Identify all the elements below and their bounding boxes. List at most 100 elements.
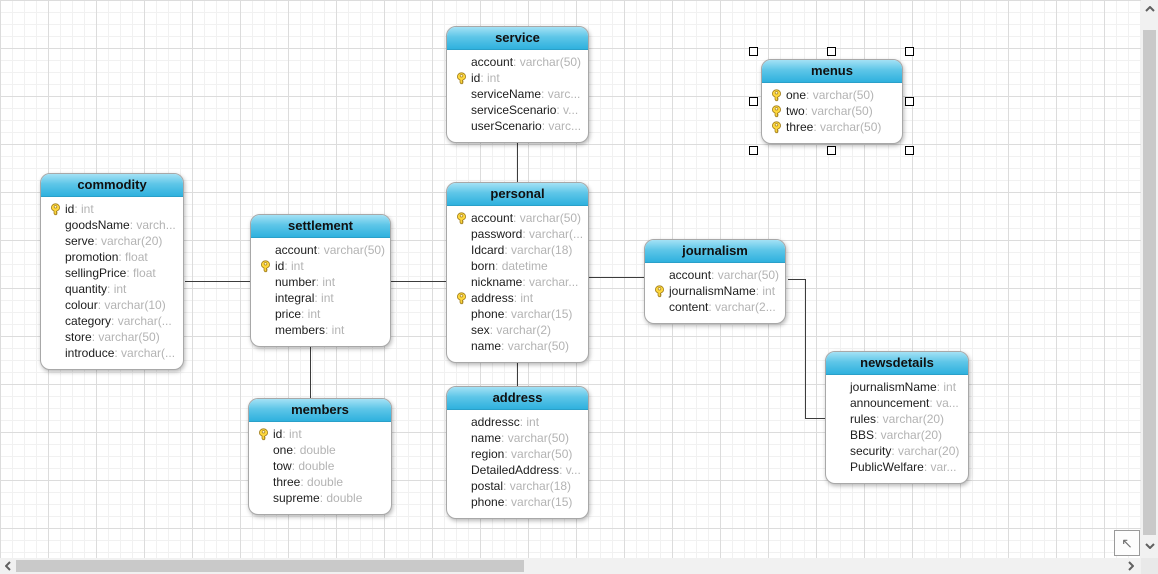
entity-settlement[interactable]: settlement account: varchar(50)id: intnu… <box>250 214 391 347</box>
field-row-address-addressc[interactable]: addressc: int <box>451 414 584 430</box>
field-row-newsdetails-journalismName[interactable]: journalismName: int <box>830 379 964 395</box>
field-row-address-name[interactable]: name: varchar(50) <box>451 430 584 446</box>
selection-handle-ne[interactable] <box>905 47 914 56</box>
field-row-newsdetails-BBS[interactable]: BBS: varchar(20) <box>830 427 964 443</box>
field-row-personal-password[interactable]: password: varchar(... <box>451 226 584 242</box>
field-row-service-serviceScenario[interactable]: serviceScenario: v... <box>451 102 584 118</box>
field-row-newsdetails-security[interactable]: security: varchar(20) <box>830 443 964 459</box>
field-row-personal-address[interactable]: address: int <box>451 290 584 306</box>
field-row-service-account[interactable]: account: varchar(50) <box>451 54 584 70</box>
field-row-personal-born[interactable]: born: datetime <box>451 258 584 274</box>
entity-commodity[interactable]: commodity id: intgoodsName: varch...serv… <box>40 173 184 370</box>
reset-view-button[interactable]: ↖ <box>1114 530 1140 556</box>
connector-settlement-personal[interactable] <box>391 281 446 282</box>
field-row-settlement-number[interactable]: number: int <box>255 274 386 290</box>
field-type: : double <box>292 459 335 473</box>
field-row-commodity-goodsName[interactable]: goodsName: varch... <box>45 217 179 233</box>
selection-handle-s[interactable] <box>827 146 836 155</box>
field-row-personal-nickname[interactable]: nickname: varchar... <box>451 274 584 290</box>
horizontal-scrollbar-thumb[interactable] <box>16 560 524 572</box>
field-row-personal-sex[interactable]: sex: varchar(2) <box>451 322 584 338</box>
field-row-address-region[interactable]: region: varchar(50) <box>451 446 584 462</box>
field-row-personal-account[interactable]: account: varchar(50) <box>451 210 584 226</box>
field-row-service-serviceName[interactable]: serviceName: varc... <box>451 86 584 102</box>
field-row-address-postal[interactable]: postal: varchar(18) <box>451 478 584 494</box>
field-row-commodity-id[interactable]: id: int <box>45 201 179 217</box>
entity-title-journalism[interactable]: journalism <box>645 240 785 263</box>
entity-title-service[interactable]: service <box>447 27 588 50</box>
field-row-commodity-introduce[interactable]: introduce: varchar(... <box>45 345 179 361</box>
vertical-scrollbar[interactable] <box>1141 0 1158 558</box>
field-type: : varchar(50) <box>317 243 385 257</box>
field-row-newsdetails-announcement[interactable]: announcement: va... <box>830 395 964 411</box>
field-row-menus-one[interactable]: one: varchar(50) <box>766 87 898 103</box>
field-row-commodity-sellingPrice[interactable]: sellingPrice: float <box>45 265 179 281</box>
field-row-members-three[interactable]: three: double <box>253 474 387 490</box>
field-row-members-one[interactable]: one: double <box>253 442 387 458</box>
field-row-settlement-account[interactable]: account: varchar(50) <box>255 242 386 258</box>
field-row-service-id[interactable]: id: int <box>451 70 584 86</box>
scroll-up-button[interactable] <box>1141 0 1158 18</box>
entity-title-members[interactable]: members <box>249 399 391 422</box>
connector-settlement-members[interactable] <box>310 345 311 398</box>
entity-title-settlement[interactable]: settlement <box>251 215 390 238</box>
field-row-address-DetailedAddress[interactable]: DetailedAddress: v... <box>451 462 584 478</box>
field-row-menus-three[interactable]: three: varchar(50) <box>766 119 898 135</box>
connector-commodity-settlement[interactable] <box>185 281 250 282</box>
connector-service-personal[interactable] <box>517 140 518 182</box>
field-row-members-tow[interactable]: tow: double <box>253 458 387 474</box>
field-row-personal-phone[interactable]: phone: varchar(15) <box>451 306 584 322</box>
field-row-commodity-serve[interactable]: serve: varchar(20) <box>45 233 179 249</box>
diagram-canvas[interactable]: service account: varchar(50)id: intservi… <box>0 0 1141 558</box>
field-row-menus-two[interactable]: two: varchar(50) <box>766 103 898 119</box>
entity-title-address[interactable]: address <box>447 387 588 410</box>
selection-handle-se[interactable] <box>905 146 914 155</box>
connector-journalism-newsdetails[interactable] <box>805 279 806 419</box>
field-row-members-id[interactable]: id: int <box>253 426 387 442</box>
vertical-scrollbar-thumb[interactable] <box>1143 30 1156 535</box>
field-row-personal-Idcard[interactable]: Idcard: varchar(18) <box>451 242 584 258</box>
selection-handle-n[interactable] <box>827 47 836 56</box>
entity-title-commodity[interactable]: commodity <box>41 174 183 197</box>
connector-journalism-newsdetails[interactable] <box>805 418 825 419</box>
field-row-commodity-promotion[interactable]: promotion: float <box>45 249 179 265</box>
entity-service[interactable]: service account: varchar(50)id: intservi… <box>446 26 589 143</box>
field-row-members-supreme[interactable]: supreme: double <box>253 490 387 506</box>
field-row-settlement-members[interactable]: members: int <box>255 322 386 338</box>
entity-menus[interactable]: menus one: varchar(50)two: varchar(50)th… <box>761 59 903 144</box>
field-row-commodity-category[interactable]: category: varchar(... <box>45 313 179 329</box>
entity-address[interactable]: address addressc: intname: varchar(50)re… <box>446 386 589 519</box>
scroll-right-button[interactable] <box>1123 558 1139 574</box>
entity-title-menus[interactable]: menus <box>762 60 902 83</box>
selection-handle-w[interactable] <box>749 97 758 106</box>
entity-members[interactable]: members id: intone: doubletow: doublethr… <box>248 398 392 515</box>
field-row-journalism-journalismName[interactable]: journalismName: int <box>649 283 781 299</box>
field-row-newsdetails-rules[interactable]: rules: varchar(20) <box>830 411 964 427</box>
connector-personal-journalism[interactable] <box>589 277 644 278</box>
field-row-commodity-quantity[interactable]: quantity: int <box>45 281 179 297</box>
selection-handle-sw[interactable] <box>749 146 758 155</box>
field-row-journalism-account[interactable]: account: varchar(50) <box>649 267 781 283</box>
connector-journalism-newsdetails[interactable] <box>788 279 806 280</box>
field-row-commodity-colour[interactable]: colour: varchar(10) <box>45 297 179 313</box>
field-row-settlement-price[interactable]: price: int <box>255 306 386 322</box>
field-row-settlement-id[interactable]: id: int <box>255 258 386 274</box>
horizontal-scrollbar[interactable] <box>0 558 1141 574</box>
field-row-commodity-store[interactable]: store: varchar(50) <box>45 329 179 345</box>
field-row-personal-name[interactable]: name: varchar(50) <box>451 338 584 354</box>
selection-handle-nw[interactable] <box>749 47 758 56</box>
entity-title-newsdetails[interactable]: newsdetails <box>826 352 968 375</box>
selection-handle-e[interactable] <box>905 97 914 106</box>
entity-personal[interactable]: personal account: varchar(50)password: v… <box>446 182 589 363</box>
entity-journalism[interactable]: journalism account: varchar(50)journalis… <box>644 239 786 324</box>
field-row-journalism-content[interactable]: content: varchar(2... <box>649 299 781 315</box>
entity-title-personal[interactable]: personal <box>447 183 588 206</box>
scroll-left-button[interactable] <box>0 558 16 574</box>
field-row-newsdetails-PublicWelfare[interactable]: PublicWelfare: var... <box>830 459 964 475</box>
scroll-down-button[interactable] <box>1141 537 1158 555</box>
field-row-settlement-integral[interactable]: integral: int <box>255 290 386 306</box>
field-row-address-phone[interactable]: phone: varchar(15) <box>451 494 584 510</box>
entity-newsdetails[interactable]: newsdetails journalismName: intannouncem… <box>825 351 969 484</box>
connector-personal-address[interactable] <box>517 360 518 386</box>
field-row-service-userScenario[interactable]: userScenario: varc... <box>451 118 584 134</box>
